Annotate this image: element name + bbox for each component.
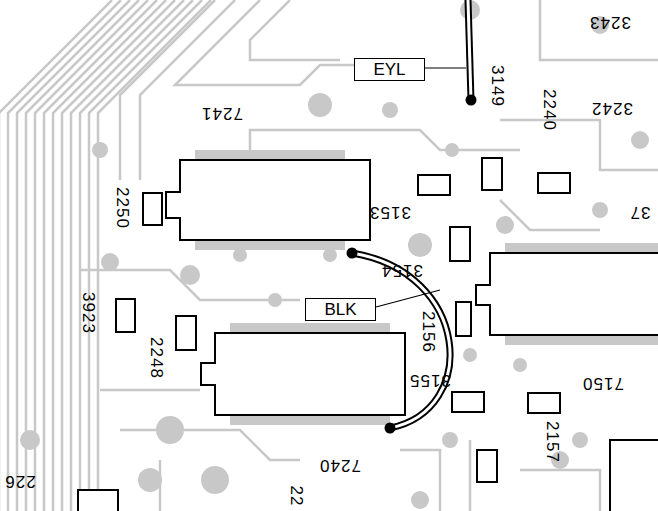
part-reference: 2248: [148, 337, 165, 379]
part-reference: 3153: [369, 204, 411, 221]
part-reference: 226: [4, 473, 35, 490]
wire-tag: EYL: [354, 58, 425, 81]
trace-fan: [0, 0, 211, 511]
wire-tag: BLK: [305, 298, 376, 321]
wire-colour: EYL: [373, 61, 405, 78]
part-reference: 3149: [489, 65, 506, 107]
part-reference: 22: [288, 486, 305, 507]
smd-parts: [78, 158, 658, 511]
part-reference: 7150: [582, 375, 624, 392]
part-reference: 3154: [381, 262, 423, 279]
part-reference: 37: [630, 204, 651, 221]
part-reference: 3242: [591, 100, 633, 117]
part-reference: 7241: [201, 105, 243, 122]
eyl-wire: [425, 0, 477, 106]
part-reference: 3243: [589, 14, 631, 31]
part-reference: 2157: [544, 421, 561, 463]
part-reference: 3155: [409, 372, 451, 389]
part-reference: 3923: [80, 292, 97, 334]
part-reference: 2240: [541, 89, 558, 131]
part-reference: 7240: [319, 457, 361, 474]
part-reference: 2156: [420, 311, 437, 353]
part-reference: 2250: [114, 187, 131, 229]
blk-wire: [347, 248, 451, 434]
ic-outlines: [166, 160, 658, 415]
wire-colour: BLK: [324, 301, 356, 318]
